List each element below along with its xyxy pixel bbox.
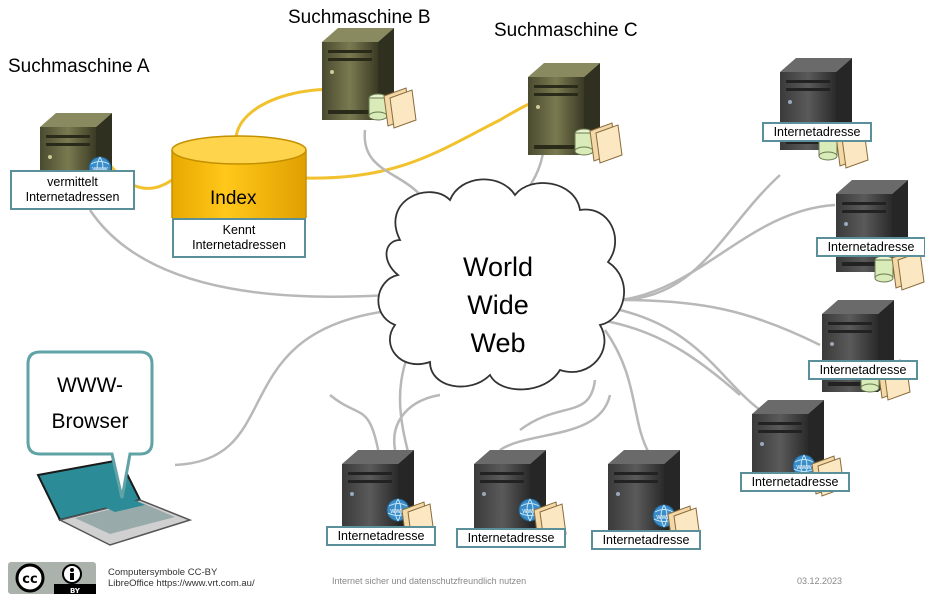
www-cloud bbox=[377, 178, 625, 391]
index-title: Index bbox=[210, 188, 257, 209]
search-engine-a-box-line2: Internetadressen bbox=[25, 190, 120, 204]
search-engine-b-label: Suchmaschine B bbox=[288, 7, 431, 28]
footer-center-text: Internet sicher und datenschutzfreundlic… bbox=[332, 576, 527, 586]
search-engine-a-label: Suchmaschine A bbox=[8, 56, 150, 77]
cloud-line-2: Wide bbox=[467, 290, 529, 320]
server-search-c bbox=[528, 63, 623, 164]
internet-address-label-right-3: Internetadresse bbox=[808, 360, 918, 380]
cloud-line-1: World bbox=[462, 252, 534, 282]
footer-credit: Computersymbole CC-BY LibreOffice https:… bbox=[108, 567, 255, 589]
cc-by-badge-icon: cc BY bbox=[8, 562, 96, 595]
svg-text:cc: cc bbox=[22, 572, 37, 587]
server-search-b bbox=[322, 28, 417, 129]
server-right-1 bbox=[780, 58, 869, 169]
internet-address-label-bottom-1: Internetadresse bbox=[326, 526, 436, 546]
internet-address-label-right-2: Internetadresse bbox=[816, 237, 925, 257]
svg-text:BY: BY bbox=[70, 587, 81, 595]
cloud-line-3: Web bbox=[470, 328, 526, 358]
search-engine-a-box-line1: vermittelt bbox=[47, 175, 98, 189]
laptop-icon bbox=[36, 458, 193, 546]
browser-bubble-text: WWW- Browser bbox=[40, 368, 140, 440]
index-box: Kennt Internetadressen bbox=[172, 218, 306, 258]
index-box-line2: Internetadressen bbox=[192, 238, 286, 252]
server-right-3 bbox=[822, 300, 911, 401]
index-box-line1: Kennt bbox=[222, 223, 256, 237]
cloud-text: World Wide Web bbox=[438, 248, 558, 362]
browser-line-2: Browser bbox=[51, 410, 129, 433]
internet-address-label-bottom-2: Internetadresse bbox=[456, 528, 566, 548]
server-right-2 bbox=[836, 180, 925, 291]
internet-address-label-right-4: Internetadresse bbox=[740, 472, 850, 492]
footer-credit-line2: LibreOffice https://www.vrt.com.au/ bbox=[108, 578, 255, 589]
internet-address-label-bottom-3: Internetadresse bbox=[591, 530, 701, 550]
search-engine-a-box: vermittelt Internetadressen bbox=[10, 170, 135, 210]
browser-line-1: WWW- bbox=[56, 374, 124, 397]
browser-speech-bubble bbox=[26, 350, 154, 499]
footer-credit-line1: Computersymbole CC-BY bbox=[108, 567, 218, 578]
index-cylinder bbox=[171, 135, 307, 218]
footer-date: 03.12.2023 bbox=[797, 576, 843, 586]
search-engine-c-label: Suchmaschine C bbox=[494, 20, 638, 41]
internet-address-label-right-1: Internetadresse bbox=[762, 122, 872, 142]
